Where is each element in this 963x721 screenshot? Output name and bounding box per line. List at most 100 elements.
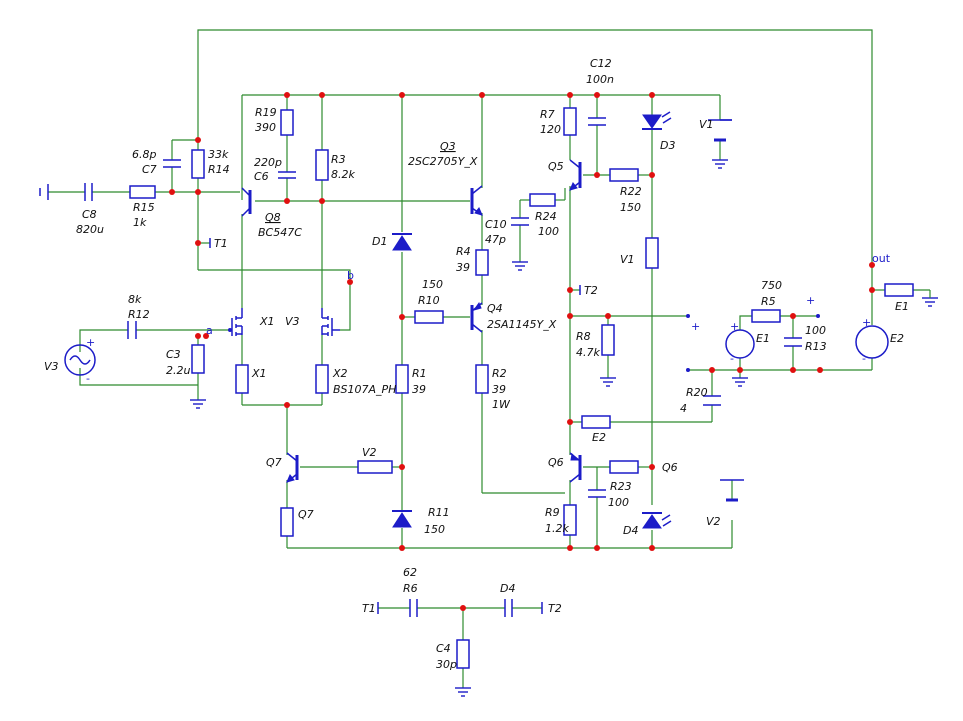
battery-v2 [720,479,744,502]
ground-icon [732,377,748,387]
source-e1 [725,329,755,359]
label-r18-value: 30p [436,658,457,671]
label-e2-ref: E2 [890,332,904,345]
capacitors [84,117,802,617]
resistor-r13 [751,309,781,323]
transistor-q8 [241,187,252,217]
label-q4-value: 2SA1145Y_X [487,318,557,331]
terminal-t1: T1 [214,237,228,250]
v3-plus: + [86,336,95,349]
ground-icon [190,399,206,409]
label-r3-value: 8.2k [331,168,355,181]
ground-icon [512,261,528,271]
resistor-r4 [475,249,489,276]
label-c1-ref: R13 [805,340,827,353]
label-r3-ref: R3 [331,153,346,166]
sources [39,119,889,502]
label-v3-ref: V3 [44,360,59,373]
label-c11-value: 100 [608,496,629,509]
label-q4-ref: Q4 [487,302,503,315]
transistor-q6 [569,452,582,483]
grounds [190,159,938,697]
label-d4-ref: D4 [623,524,638,537]
label-v2-ref: V2 [706,515,721,528]
resistor-r20 [884,283,914,297]
label-r5-value: 39 [492,383,506,396]
terminal-t2: T2 [584,284,598,297]
label-r7-value: 120 [540,123,561,136]
label-q6-ref: Q6 [548,456,564,469]
resistor-r12 [645,237,659,269]
label-v1-ref: V1 [699,118,714,131]
plus-left: + [691,320,700,333]
label-r5-ref: R2 [492,367,507,380]
capacitor-c7 [163,159,181,168]
label-r20-ref: E1 [895,300,909,313]
label-e1-ref: E1 [756,332,770,345]
label-r10-ref: R10 [418,294,440,307]
label-r6-ref: R9 [545,506,560,519]
label-x2-ref: V3 [285,315,300,328]
terminal-t1-bottom: T1 [362,602,376,615]
transistors [231,159,582,483]
terminal-markers [209,238,820,614]
ground-icon [922,290,938,307]
e2-plus: + [862,316,871,329]
e1-minus: - [730,352,734,365]
label-r17-value: 4.7k [576,346,600,359]
resistor-r21 [609,460,639,474]
label-r6-value: 1.2k [545,522,569,535]
label-r13-value: 750 [761,279,782,292]
label-r7-ref: R7 [540,108,555,121]
label-q8-value: BC547C [258,226,302,239]
label-c8-ref: C8 [82,208,97,221]
label-q3-value: 2SC2705Y_X [408,155,478,168]
label-x1-ref: X1 [259,315,275,328]
label-c8-value: 820u [76,223,104,236]
diodes [392,111,672,529]
resistor-r24 [529,193,556,207]
resistor-r10 [414,310,444,324]
label-c4-ref: R6 [403,582,418,595]
input-stub [39,184,49,200]
terminal-t2-bottom: T2 [548,602,562,615]
resistors [129,107,914,669]
resistor-r14 [191,149,205,179]
transistor-q4 [470,301,483,333]
capacitor-c6 [278,171,296,179]
label-r22-ref: R22 [620,185,642,198]
label-r19-value: 390 [255,121,276,134]
capacitor-c10 [511,217,529,226]
label-c3-value: 8k [128,293,142,306]
node-out: out [872,252,891,265]
capacitor-c5 [504,599,513,617]
zener-d2 [392,510,412,528]
led-d3 [642,111,672,130]
capacitor-c1 [784,337,802,347]
capacitor-c11 [588,489,606,498]
resistor-r9 [280,507,294,537]
capacitor-c3 [127,321,137,339]
label-r4-ref: R4 [456,245,471,258]
led-d4 [642,512,672,529]
label-d3-ref: D3 [660,139,675,152]
transistor-q3 [470,185,483,216]
label-r19-ref: R19 [255,106,277,119]
label-c1-value: 100 [805,324,826,337]
label-c7-ref: C7 [142,163,157,176]
label-r16-value: 2.2u [166,364,190,377]
resistor-r19 [280,109,294,136]
label-q7-ref: Q7 [266,456,282,469]
transistor-q5 [569,159,582,191]
label-c9-value: 4 [680,402,687,415]
label-r12-ref: V1 [620,253,635,266]
label-r21-ref: Q6 [662,461,678,474]
resistor-r7 [563,107,577,136]
plus-right: + [806,294,815,307]
resistor-r23 [581,415,611,429]
label-r18-ref: C4 [436,642,451,655]
label-q5-ref: Q5 [548,160,564,173]
junction-dots [169,92,875,611]
label-r22-value: 150 [620,201,641,214]
mosfet-x1 [231,308,243,336]
